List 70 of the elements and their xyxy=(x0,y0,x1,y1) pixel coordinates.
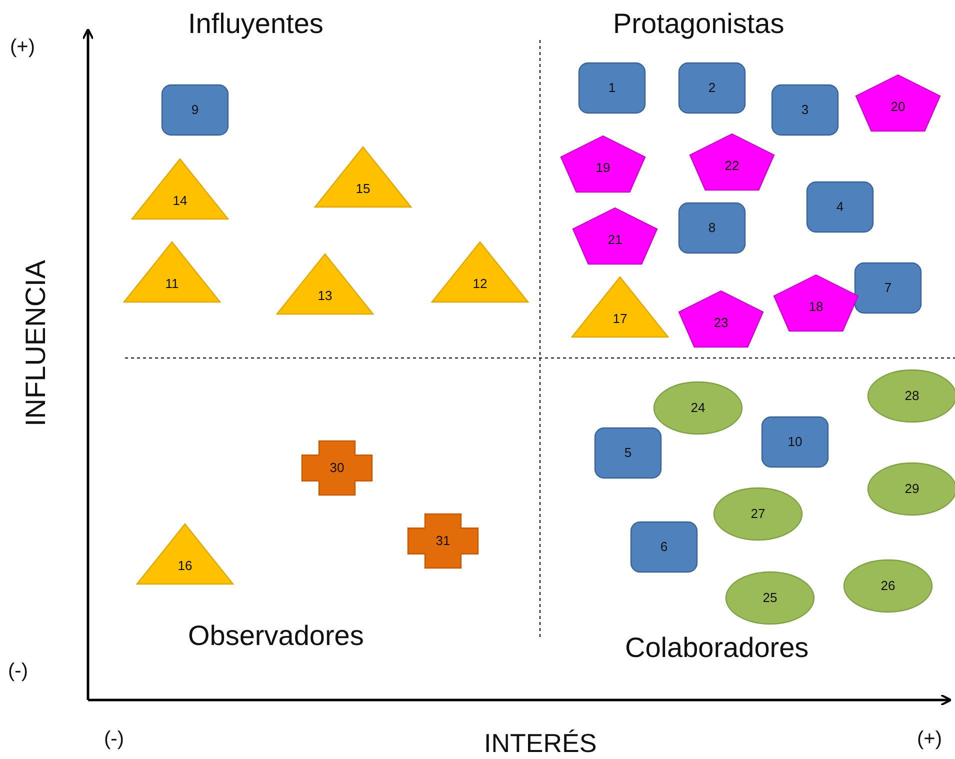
ellipse-marker xyxy=(725,571,815,625)
rounded-square-marker xyxy=(854,262,922,314)
number-label: 15 xyxy=(354,182,372,196)
number-label: 22 xyxy=(724,159,740,173)
number-label: 16 xyxy=(176,559,194,573)
number-label: 4 xyxy=(835,200,845,214)
number-label: 21 xyxy=(606,233,624,247)
number-label: 2 xyxy=(707,81,717,95)
pentagon-marker xyxy=(689,133,775,191)
number-label: 1 xyxy=(607,81,617,95)
number-label: 9 xyxy=(190,103,200,117)
quadrant-title: Influyentes xyxy=(188,8,324,40)
number-label: 18 xyxy=(808,300,824,314)
number-label: 13 xyxy=(316,289,334,303)
triangle-marker xyxy=(131,158,229,220)
axis-end-label: (+) xyxy=(10,36,35,59)
triangle-marker xyxy=(431,241,529,303)
number-label: 17 xyxy=(612,312,628,326)
quadrant-title: Protagonistas xyxy=(613,8,784,40)
rounded-square-marker xyxy=(771,84,839,136)
number-label: 27 xyxy=(750,507,766,521)
rounded-square-marker xyxy=(761,416,829,468)
number-label: 24 xyxy=(690,401,706,415)
number-label: 6 xyxy=(659,540,669,554)
number-label: 7 xyxy=(883,281,893,295)
number-label: 8 xyxy=(707,221,717,235)
rounded-square-marker xyxy=(678,202,746,254)
triangle-marker xyxy=(314,146,412,208)
number-label: 5 xyxy=(623,446,633,460)
number-label: 14 xyxy=(172,194,188,208)
cross-shape-marker xyxy=(301,440,373,496)
rounded-square-marker xyxy=(161,84,229,136)
rounded-square-marker xyxy=(630,521,698,573)
ellipse-marker xyxy=(713,487,803,541)
number-label: 29 xyxy=(904,482,920,496)
number-label: 30 xyxy=(328,461,346,475)
number-label: 11 xyxy=(164,277,180,291)
pentagon-marker xyxy=(855,74,941,132)
number-label: 20 xyxy=(890,100,906,114)
quadrant-title: Observadores xyxy=(188,620,364,652)
axis-title: INFLUENCIA xyxy=(20,260,52,426)
triangle-marker xyxy=(123,241,221,303)
number-label: 10 xyxy=(786,435,804,449)
number-label: 25 xyxy=(762,591,778,605)
quadrant-title: Colaboradores xyxy=(625,632,809,664)
triangle-marker xyxy=(276,253,374,315)
pentagon-marker xyxy=(560,135,646,193)
number-label: 28 xyxy=(904,389,920,403)
axis-end-label: (+) xyxy=(917,728,942,751)
pentagon-marker xyxy=(678,290,764,348)
number-label: 26 xyxy=(880,579,896,593)
axis-title: INTERÉS xyxy=(484,728,597,759)
axis-end-label: (-) xyxy=(104,728,124,751)
ellipse-marker xyxy=(843,559,933,613)
triangle-marker xyxy=(136,523,234,585)
number-label: 3 xyxy=(800,103,810,117)
rounded-square-marker xyxy=(806,181,874,233)
pentagon-marker xyxy=(572,207,658,265)
pentagon-marker xyxy=(773,274,859,332)
number-label: 19 xyxy=(594,161,612,175)
number-label: 12 xyxy=(472,277,488,291)
number-label: 31 xyxy=(434,534,452,548)
rounded-square-marker xyxy=(578,62,646,114)
rounded-square-marker xyxy=(678,62,746,114)
triangle-marker xyxy=(571,276,669,338)
ellipse-marker xyxy=(653,381,743,435)
cross-shape-marker xyxy=(407,513,479,569)
rounded-square-marker xyxy=(594,427,662,479)
axis-end-label: (-) xyxy=(8,660,28,683)
number-label: 23 xyxy=(712,316,730,330)
